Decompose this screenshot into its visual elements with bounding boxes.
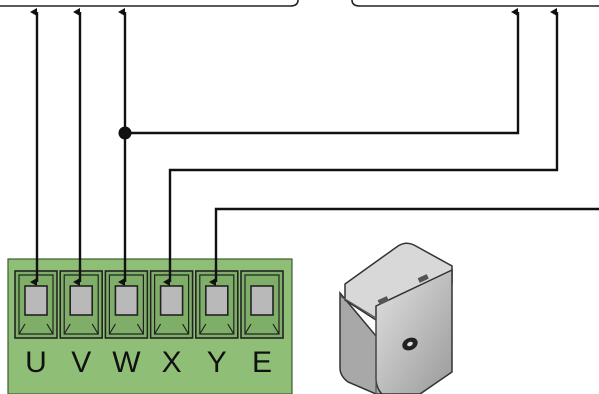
terminal-label: W: [112, 346, 141, 379]
screw-x: [159, 285, 184, 316]
terminal-label: U: [25, 346, 47, 379]
terminal-w: W: [104, 270, 149, 379]
wire-y: [209, 207, 599, 286]
terminal-label: X: [162, 346, 182, 379]
terminal-v: V: [59, 270, 104, 379]
wires: [30, 8, 599, 286]
screw-w: [114, 285, 139, 316]
terminal-label: E: [252, 346, 272, 379]
terminal-label: Y: [207, 346, 227, 379]
screw-v: [69, 285, 93, 316]
wire-w-branch: [125, 8, 520, 135]
control-box-icon: [339, 242, 453, 394]
junction-dot: [118, 126, 132, 140]
terminal-label: V: [71, 346, 91, 379]
screw-e: [250, 285, 274, 316]
device-left-outline: [0, 0, 299, 7]
device-right-outline: [351, 0, 599, 7]
screw-y: [205, 285, 229, 316]
screw-u: [24, 285, 48, 316]
wire-x: [163, 8, 559, 286]
